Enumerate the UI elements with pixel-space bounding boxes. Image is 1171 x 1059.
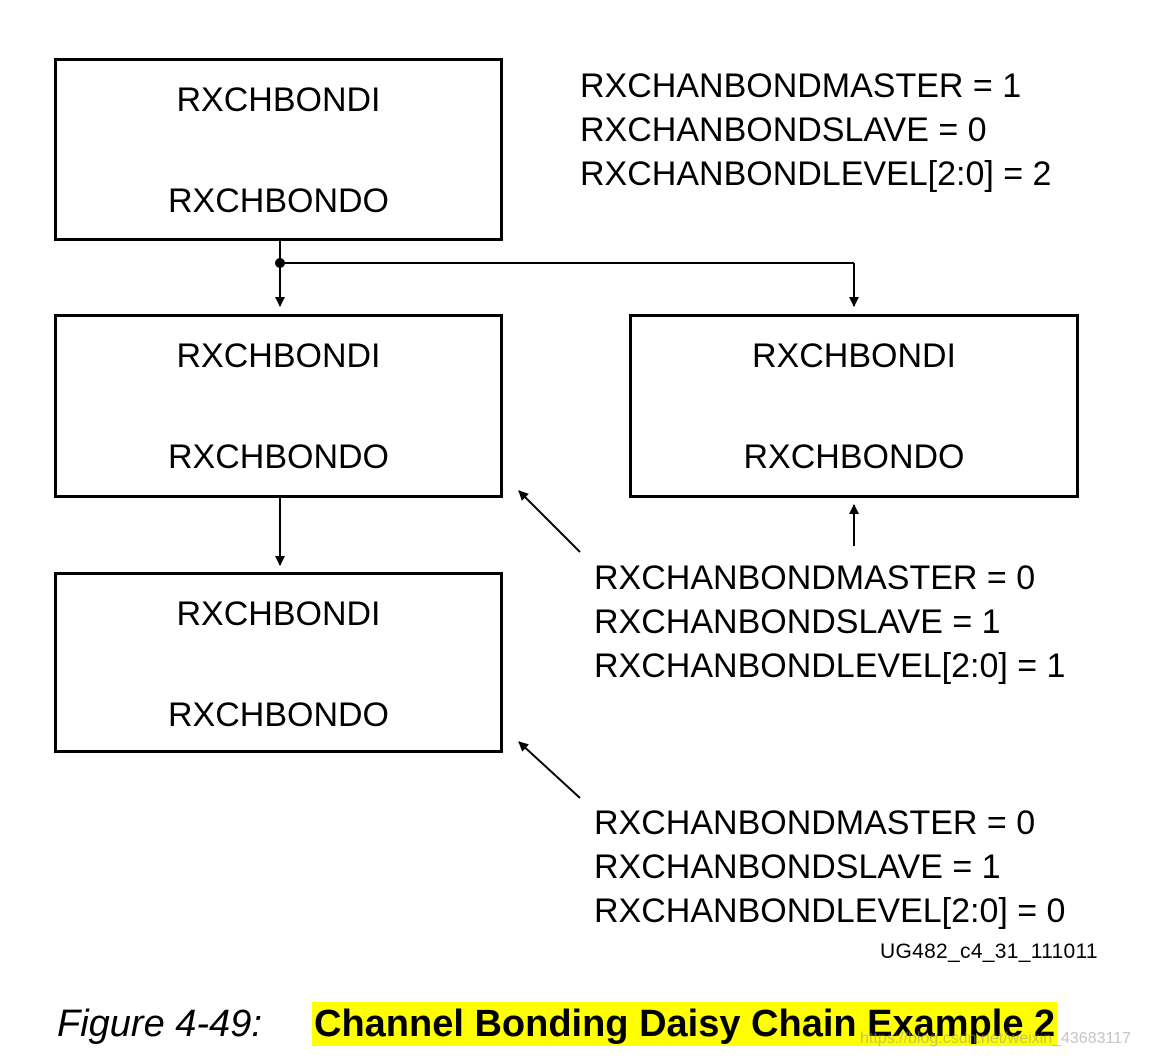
label-level0-setting: RXCHANBONDMASTER = 0 RXCHANBONDSLAVE = 1… [594,801,1065,933]
figure-title: Channel Bonding Daisy Chain Example 2 [312,1002,1058,1046]
block-slave-level1: RXCHBONDI RXCHBONDO [54,314,503,498]
figure-id: UG482_c4_31_111011 [880,940,1098,963]
watermark: https://blog.csdn.net/weixin_43683117 [860,1030,1132,1047]
block-slave-right: RXCHBONDI RXCHBONDO [629,314,1079,498]
label-level1-setting: RXCHANBONDMASTER = 0 RXCHANBONDSLAVE = 1… [594,556,1065,688]
label-line: RXCHANBONDMASTER = 0 [594,559,1036,597]
pin-rxchbondi: RXCHBONDI [176,81,381,119]
label-line: RXCHANBONDLEVEL[2:0] = 0 [594,892,1066,930]
block-slave-level0: RXCHBONDI RXCHBONDO [54,572,503,753]
label-line: RXCHANBONDLEVEL[2:0] = 2 [580,155,1052,193]
pin-rxchbondi: RXCHBONDI [176,595,381,633]
arrow-label-level1 [518,490,581,553]
block-master: RXCHBONDI RXCHBONDO [54,58,503,241]
pin-rxchbondi: RXCHBONDI [176,337,381,375]
label-line: RXCHANBONDSLAVE = 1 [594,603,1001,641]
pin-rxchbondo: RXCHBONDO [167,696,390,734]
label-line: RXCHANBONDSLAVE = 1 [594,848,1001,886]
pin-rxchbondo: RXCHBONDO [167,438,390,476]
pin-rxchbondi: RXCHBONDI [751,337,957,375]
figure-caption: Figure 4-49: Channel Bonding Daisy Chain… [57,1002,1058,1046]
pin-rxchbondo: RXCHBONDO [167,182,390,220]
label-line: RXCHANBONDSLAVE = 0 [580,111,987,149]
pin-rxchbondo: RXCHBONDO [743,438,965,476]
label-master-setting: RXCHANBONDMASTER = 1 RXCHANBONDSLAVE = 0… [580,64,1051,196]
label-line: RXCHANBONDLEVEL[2:0] = 1 [594,647,1066,685]
figure-number: Figure 4-49: [57,1003,262,1045]
arrow-label-level0 [518,741,581,799]
label-line: RXCHANBONDMASTER = 0 [594,804,1036,842]
label-line: RXCHANBONDMASTER = 1 [580,67,1022,105]
